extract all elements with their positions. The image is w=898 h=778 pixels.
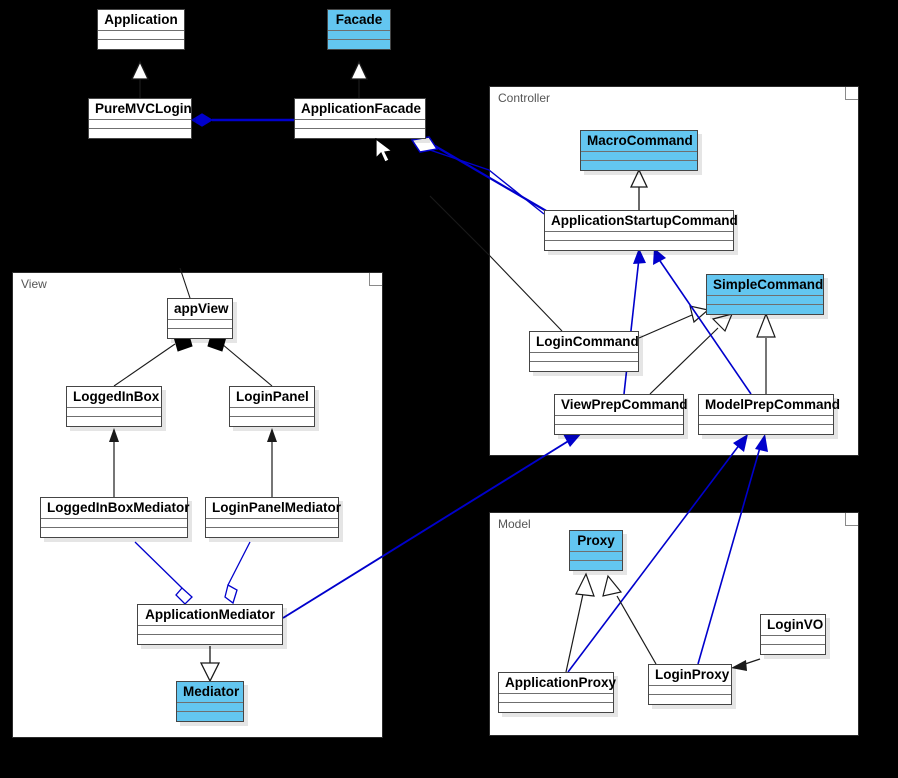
class-operations-compartment	[570, 561, 622, 570]
class-operations-compartment	[41, 528, 187, 537]
class-box-proxy[interactable]: Proxy	[569, 530, 623, 571]
class-attributes-compartment	[41, 519, 187, 528]
class-attributes-compartment	[328, 31, 390, 40]
package-fold-corner-icon	[845, 87, 858, 100]
class-attributes-compartment	[530, 353, 638, 362]
class-name-label: Mediator	[177, 682, 243, 703]
class-name-label: Facade	[328, 10, 390, 31]
class-operations-compartment	[699, 425, 833, 434]
edge-puremvclogin-application	[130, 60, 150, 98]
class-operations-compartment	[555, 425, 683, 434]
class-name-label: appView	[168, 299, 232, 320]
class-name-label: PureMVCLogin	[89, 99, 192, 120]
class-box-loggedinboxmediator[interactable]: LoggedInBoxMediator	[40, 497, 190, 538]
class-name-label: ApplicationStartupCommand	[545, 211, 738, 232]
class-name-label: ViewPrepCommand	[555, 395, 688, 416]
class-attributes-compartment	[98, 31, 184, 40]
class-box-loginpanelmediator[interactable]: LoginPanelMediator	[205, 497, 341, 538]
class-box-applicationproxy[interactable]: ApplicationProxy	[498, 672, 616, 713]
class-name-label: LoggedInBoxMediator	[41, 498, 190, 519]
class-operations-compartment	[89, 129, 191, 138]
package-fold-corner-icon	[845, 513, 858, 526]
class-operations-compartment	[707, 305, 823, 314]
class-name-label: ApplicationProxy	[499, 673, 616, 694]
class-attributes-compartment	[138, 626, 282, 635]
class-name-label: LoggedInBox	[67, 387, 161, 408]
class-box-viewprepcommand[interactable]: ViewPrepCommand	[554, 394, 688, 435]
class-operations-compartment	[328, 40, 390, 49]
edge-applicationfacade-facade	[349, 60, 369, 98]
class-attributes-compartment	[168, 320, 232, 329]
class-operations-compartment	[499, 703, 613, 712]
class-attributes-compartment	[707, 296, 823, 305]
class-operations-compartment	[230, 417, 314, 426]
class-operations-compartment	[530, 362, 638, 371]
package-label: Controller	[498, 91, 551, 105]
class-box-loginproxy[interactable]: LoginProxy	[648, 664, 732, 705]
class-box-loggedinbox[interactable]: LoggedInBox	[66, 386, 162, 427]
class-attributes-compartment	[545, 232, 733, 241]
package-fold-corner-icon	[369, 273, 382, 286]
class-operations-compartment	[67, 417, 161, 426]
class-operations-compartment	[295, 129, 425, 138]
class-operations-compartment	[206, 528, 338, 537]
class-attributes-compartment	[67, 408, 161, 417]
class-operations-compartment	[545, 241, 733, 250]
class-name-label: LoginVO	[761, 615, 825, 636]
class-box-puremvclogin[interactable]: PureMVCLogin	[88, 98, 192, 139]
class-name-label: ApplicationMediator	[138, 605, 282, 626]
class-operations-compartment	[177, 712, 243, 721]
class-attributes-compartment	[499, 694, 613, 703]
class-box-loginvo[interactable]: LoginVO	[760, 614, 826, 655]
class-box-mediator[interactable]: Mediator	[176, 681, 244, 722]
class-name-label: Proxy	[570, 531, 622, 552]
class-box-appview[interactable]: appView	[167, 298, 233, 339]
class-name-label: LoginCommand	[530, 332, 639, 353]
class-operations-compartment	[761, 645, 825, 654]
class-attributes-compartment	[699, 416, 833, 425]
class-operations-compartment	[649, 695, 731, 704]
class-operations-compartment	[138, 635, 282, 644]
class-name-label: LoginPanel	[230, 387, 314, 408]
class-box-logincommand[interactable]: LoginCommand	[529, 331, 639, 372]
class-attributes-compartment	[89, 120, 191, 129]
class-attributes-compartment	[570, 552, 622, 561]
class-box-macrocommand[interactable]: MacroCommand	[580, 130, 698, 171]
class-box-application[interactable]: Application	[97, 9, 185, 50]
class-attributes-compartment	[649, 686, 731, 695]
class-name-label: SimpleCommand	[707, 275, 823, 296]
class-attributes-compartment	[555, 416, 683, 425]
package-label: View	[21, 277, 47, 291]
class-box-facade[interactable]: Facade	[327, 9, 391, 50]
class-box-applicationfacade[interactable]: ApplicationFacade	[294, 98, 426, 139]
class-attributes-compartment	[230, 408, 314, 417]
class-attributes-compartment	[295, 120, 425, 129]
class-name-label: MacroCommand	[581, 131, 697, 152]
class-attributes-compartment	[761, 636, 825, 645]
mouse-cursor-icon	[375, 138, 394, 163]
package-label: Model	[498, 517, 531, 531]
class-box-modelprepcommand[interactable]: ModelPrepCommand	[698, 394, 840, 435]
class-name-label: ModelPrepCommand	[699, 395, 840, 416]
class-attributes-compartment	[206, 519, 338, 528]
class-box-simplecommand[interactable]: SimpleCommand	[706, 274, 824, 315]
class-operations-compartment	[98, 40, 184, 49]
class-box-loginpanel[interactable]: LoginPanel	[229, 386, 315, 427]
class-operations-compartment	[581, 161, 697, 170]
class-box-applicationstartupcommand[interactable]: ApplicationStartupCommand	[544, 210, 738, 251]
class-name-label: LoginProxy	[649, 665, 731, 686]
class-attributes-compartment	[581, 152, 697, 161]
class-box-applicationmediator[interactable]: ApplicationMediator	[137, 604, 283, 645]
class-attributes-compartment	[177, 703, 243, 712]
edge-puremvclogin-applicationfacade	[190, 113, 294, 127]
class-name-label: LoginPanelMediator	[206, 498, 341, 519]
class-operations-compartment	[168, 329, 232, 338]
class-name-label: ApplicationFacade	[295, 99, 425, 120]
class-name-label: Application	[98, 10, 184, 31]
